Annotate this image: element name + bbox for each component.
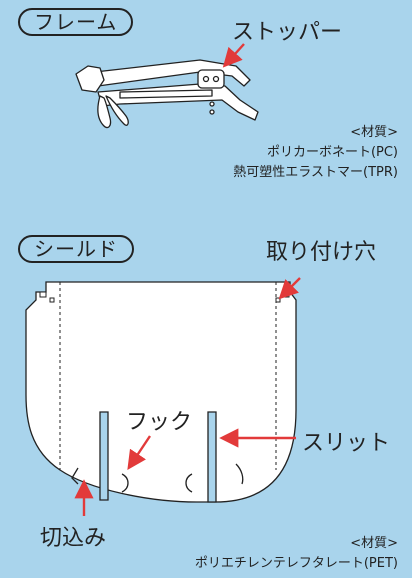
stopper-arrow — [222, 43, 245, 68]
frame-material-heading: <材質> — [350, 125, 398, 140]
shield-material-1: ポリエチレンテレフタレート(PET) — [194, 556, 398, 571]
slit-label: スリット — [302, 431, 391, 456]
hook-label: フック — [126, 410, 193, 435]
stopper-label: ストッパー — [232, 20, 343, 45]
shield-materials: <材質> ポリエチレンテレフタレート(PET) — [195, 534, 398, 574]
mount-hole-arrow — [278, 277, 301, 300]
frame-materials: <材質> ポリカーボネート(PC) 熱可塑性エラストマー(TPR) — [233, 123, 398, 183]
mount-hole-label: 取り付け穴 — [266, 240, 377, 265]
frame-material-2: 熱可塑性エラストマー(TPR) — [233, 165, 398, 180]
slits — [99, 411, 217, 503]
hook-arrow — [127, 435, 151, 470]
frame-title: フレーム — [18, 8, 134, 36]
frame-material-1: ポリカーボネート(PC) — [266, 145, 398, 160]
shield-part — [25, 281, 297, 503]
glasses-frame — [75, 59, 259, 129]
shield-title: シールド — [18, 235, 134, 263]
notch-label: 切込み — [40, 526, 107, 551]
shield-material-heading: <材質> — [350, 536, 398, 551]
notch-marks — [71, 463, 244, 493]
